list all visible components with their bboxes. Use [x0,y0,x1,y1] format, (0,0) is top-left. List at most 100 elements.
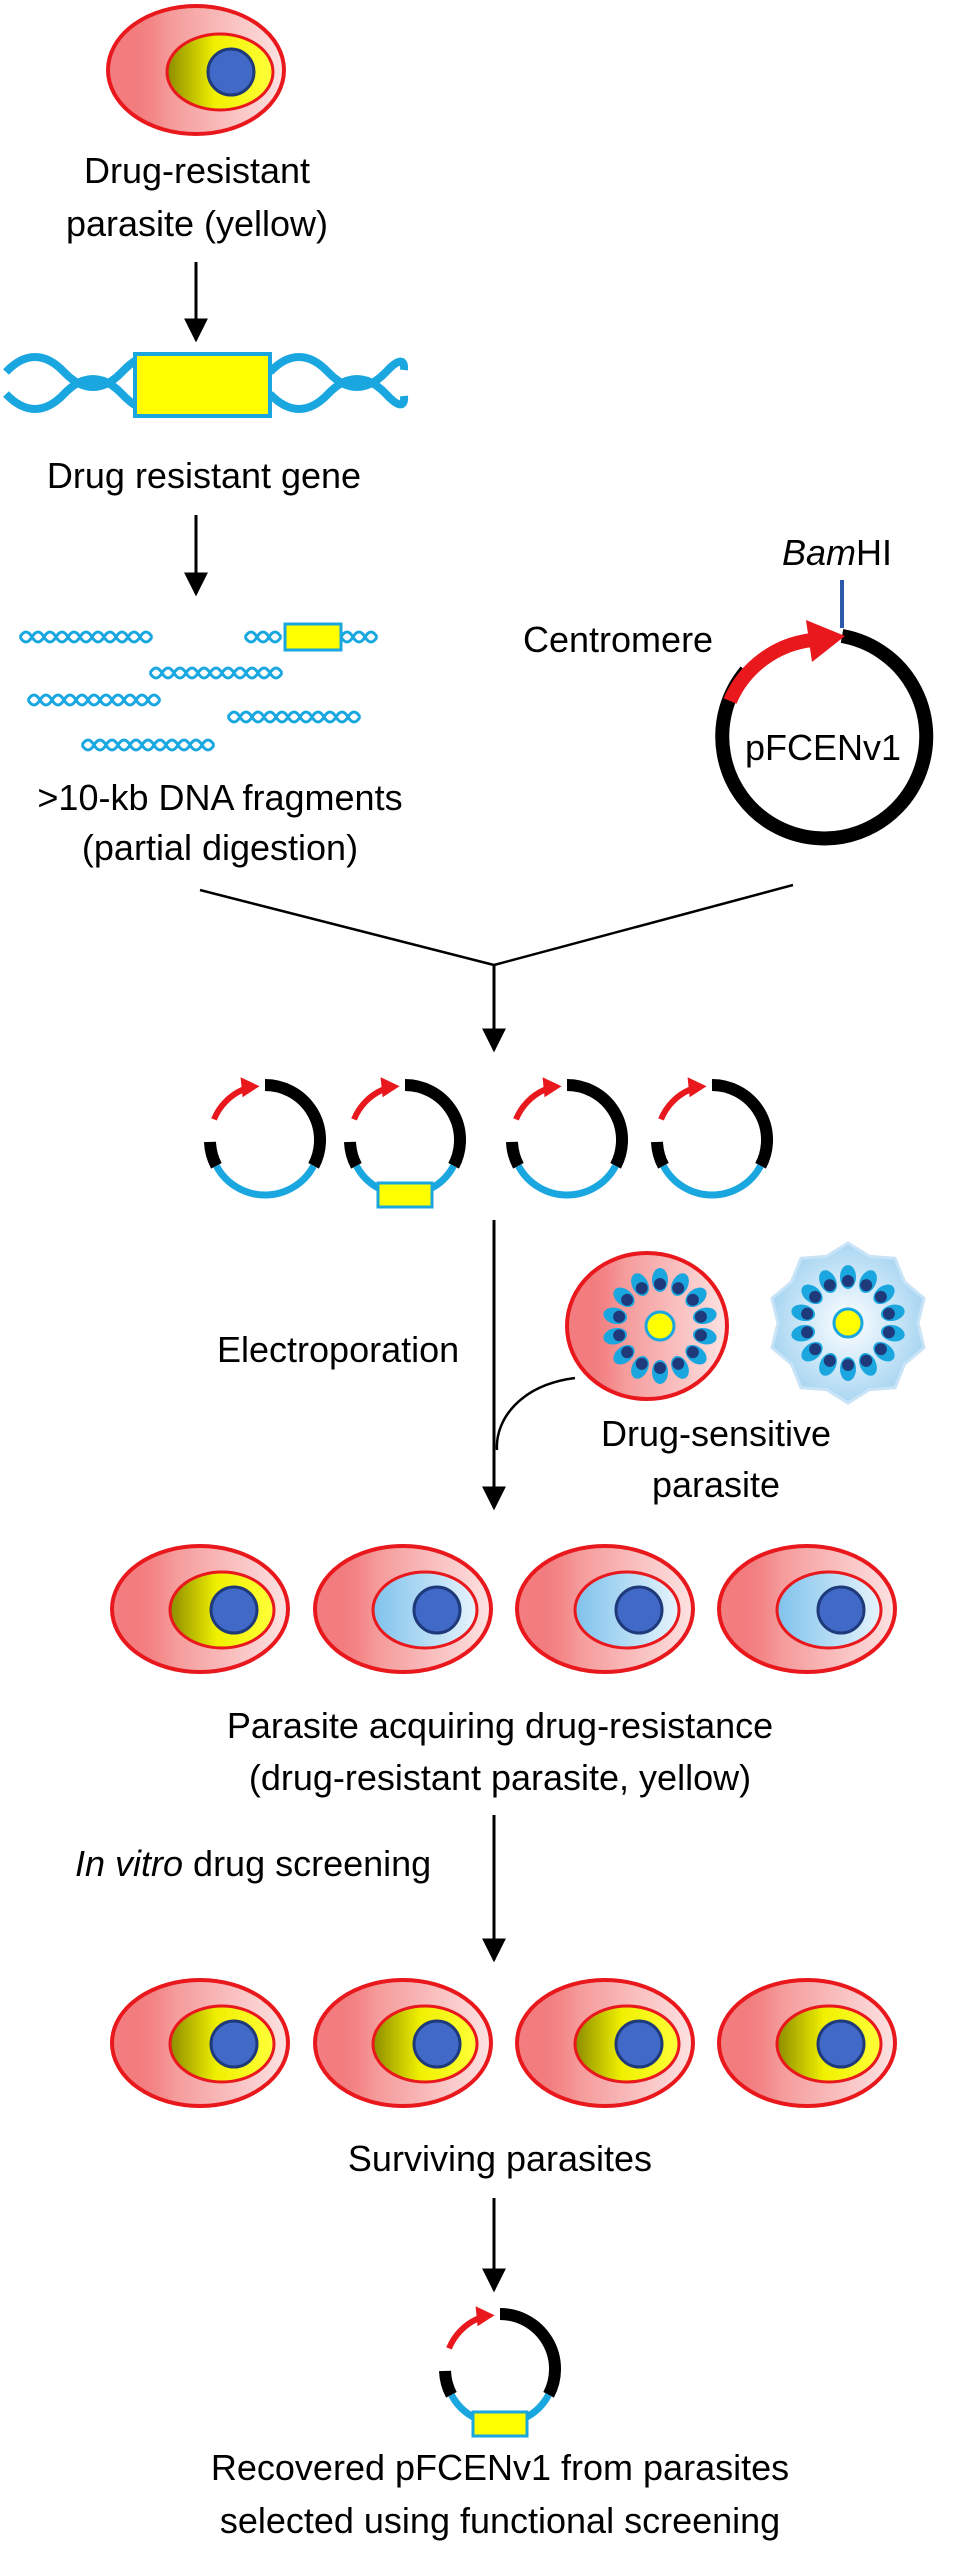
recovered-plasmid [439,2306,561,2438]
merozoite [603,1327,628,1345]
plasmid-backbone [344,1141,362,1169]
merozoite-nucleus [694,1329,707,1342]
merozoite-nucleus [635,1357,648,1370]
drug-resistant-cell [110,1978,290,2108]
merozoite-nucleus [621,1293,634,1306]
merozoite [685,1287,707,1308]
merozoite-nucleus [860,1354,873,1367]
merozoite-nucleus [613,1310,626,1323]
library-plasmid [204,1077,326,1199]
plasmid-backbone [404,1079,466,1169]
centromere-arc [211,1087,244,1121]
dna-fragment-strand [339,630,379,644]
plasmid-backbone [711,1079,773,1169]
sensitive-parasite-connector [495,1376,576,1451]
nucleus [816,1585,866,1635]
centromere-arc [446,2316,479,2350]
merozoite-nucleus [801,1326,814,1339]
dna-fragment-strand [148,666,284,680]
fragment-gene-box [283,622,343,652]
fragments-label-line2: (partial digestion) [82,827,358,868]
merozoite-nucleus [672,1282,685,1295]
plasmid-insert [213,1164,317,1199]
dna-fragments [18,630,379,752]
nucleus [614,1585,664,1635]
merozoite [671,1273,689,1296]
merozoite-nucleus [842,1359,854,1371]
merozoite [880,1304,905,1322]
drug-sensitive-cell [515,1544,695,1674]
library-plasmid [344,1077,466,1209]
drug-sensitive-free-schizont [770,1241,926,1405]
screening-label: In vitro drug screening [75,1843,431,1884]
merozoite-nucleus [882,1307,895,1320]
nucleus [816,2019,866,2069]
merozoite [801,1284,823,1305]
merozoite [801,1341,823,1362]
nucleus [614,2019,664,2069]
merozoite-nucleus [823,1354,836,1367]
plasmid-backbone [264,1079,326,1169]
library-plasmid [439,2306,561,2438]
merozoite-nucleus [672,1357,685,1370]
centromere-arrowhead [380,1077,400,1098]
merozoite [652,1360,668,1384]
dna-fragment-strand [26,693,162,707]
acquiring-label-line1: Parasite acquiring drug-resistance [227,1705,773,1746]
merozoite-nucleus [874,1343,887,1356]
sensitive-label-line2: parasite [652,1464,780,1505]
library-plasmid [506,1077,628,1199]
dna-fragment-strand [226,710,362,724]
dna-fragment-strand [243,630,283,644]
dna-fragment-strand [18,630,154,644]
plasmid-backbone [499,2308,561,2398]
merozoite-nucleus [801,1307,814,1320]
merozoite [613,1287,635,1308]
centromere-arc [351,1087,384,1121]
centromere-arc [658,1087,691,1121]
merozoite [859,1353,877,1376]
centromere-label: Centromere [523,619,713,660]
nucleus [412,2019,462,2069]
merozoite [791,1304,816,1322]
plasmid-backbone [651,1141,669,1169]
merozoite-nucleus [809,1290,822,1303]
merozoite [613,1344,635,1365]
dna-fragment-strand [226,710,362,724]
gene-box [133,352,272,418]
merozoite-nucleus [694,1310,707,1323]
plasmid-insert [515,1164,619,1199]
drug-resistant-cell [717,1978,897,2108]
centromere-arrowhead [687,1077,707,1098]
top-cell-label-line1: Drug-resistant [84,150,310,191]
plasmid-name-label: pFCENv1 [745,727,901,768]
merozoite-nucleus [809,1343,822,1356]
nucleus [209,1585,259,1635]
drug-resistant-parasite-cell [106,4,286,136]
merozoite [791,1324,816,1342]
merozoite-nucleus [842,1275,854,1287]
surviving-cells [110,1978,897,2108]
plasmid-backbone [204,1141,222,1169]
merge-lines [199,883,794,967]
plasmid-backbone [566,1079,628,1169]
gene-label: Drug resistant gene [47,455,361,496]
merozoite-nucleus [823,1279,836,1292]
nucleus [412,1585,462,1635]
residual-body [644,1310,676,1342]
centromere-arrowhead [475,2306,495,2327]
transfected-cells [110,1544,897,1674]
centromere-arrowhead [806,620,845,662]
plasmid-gene-box [376,1181,434,1209]
merozoite [652,1268,668,1292]
merozoite-nucleus [860,1279,873,1292]
fragments-label-line1: >10-kb DNA fragments [37,777,402,818]
plasmid-insert [660,1164,764,1199]
merozoite [603,1307,628,1325]
drug-resistant-cell [110,1544,290,1674]
merozoite-nucleus [686,1293,699,1306]
sensitive-label-line1: Drug-sensitive [601,1413,831,1454]
merozoite-nucleus [621,1346,634,1359]
merozoite [692,1307,717,1325]
